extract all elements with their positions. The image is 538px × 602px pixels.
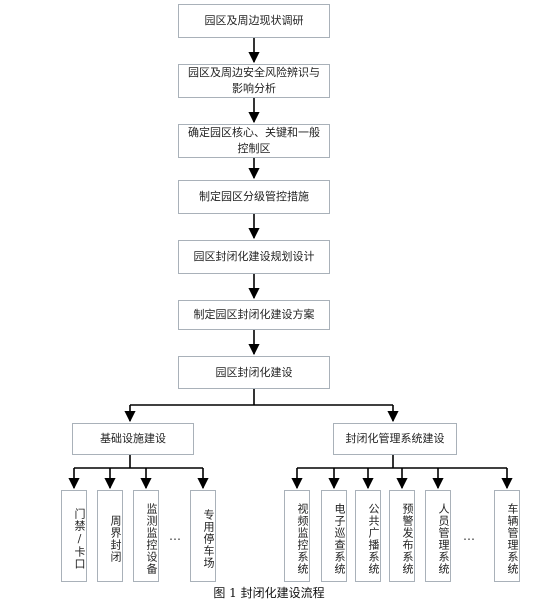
- leaf-personnel-management: 人员管理系统: [425, 490, 451, 582]
- step-construction-plan: 制定园区封闭化建设方案: [178, 300, 330, 330]
- figure-caption: 图 1 封闭化建设流程: [213, 586, 325, 600]
- step-control-measures: 制定园区分级管控措施: [178, 180, 330, 214]
- branch-infrastructure: 基础设施建设: [72, 423, 194, 455]
- leaf-early-warning: 预警发布系统: [389, 490, 415, 582]
- leaf-monitoring-equipment: 监测监控设备: [133, 490, 159, 582]
- step-risk-analysis: 园区及周边安全风险辨识与影响分析: [178, 64, 330, 98]
- step-construction: 园区封闭化建设: [178, 356, 330, 389]
- step-survey: 园区及周边现状调研: [178, 4, 330, 38]
- leaf-video-surveillance: 视频监控系统: [284, 490, 310, 582]
- ellipsis-right: …: [463, 529, 475, 543]
- step-planning-design: 园区封闭化建设规划设计: [178, 240, 330, 274]
- leaf-dedicated-parking: 专用停车场: [190, 490, 216, 582]
- leaf-perimeter-enclosure: 周界封闭: [97, 490, 123, 582]
- step-define-zones: 确定园区核心、关键和一般控制区: [178, 124, 330, 158]
- leaf-electronic-patrol: 电子巡查系统: [321, 490, 347, 582]
- branch-management-system: 封闭化管理系统建设: [333, 423, 457, 455]
- leaf-gate-checkpoint: 门禁/卡口: [61, 490, 87, 582]
- leaf-vehicle-management: 车辆管理系统: [494, 490, 520, 582]
- leaf-public-broadcast: 公共广播系统: [355, 490, 381, 582]
- ellipsis-left: …: [169, 529, 181, 543]
